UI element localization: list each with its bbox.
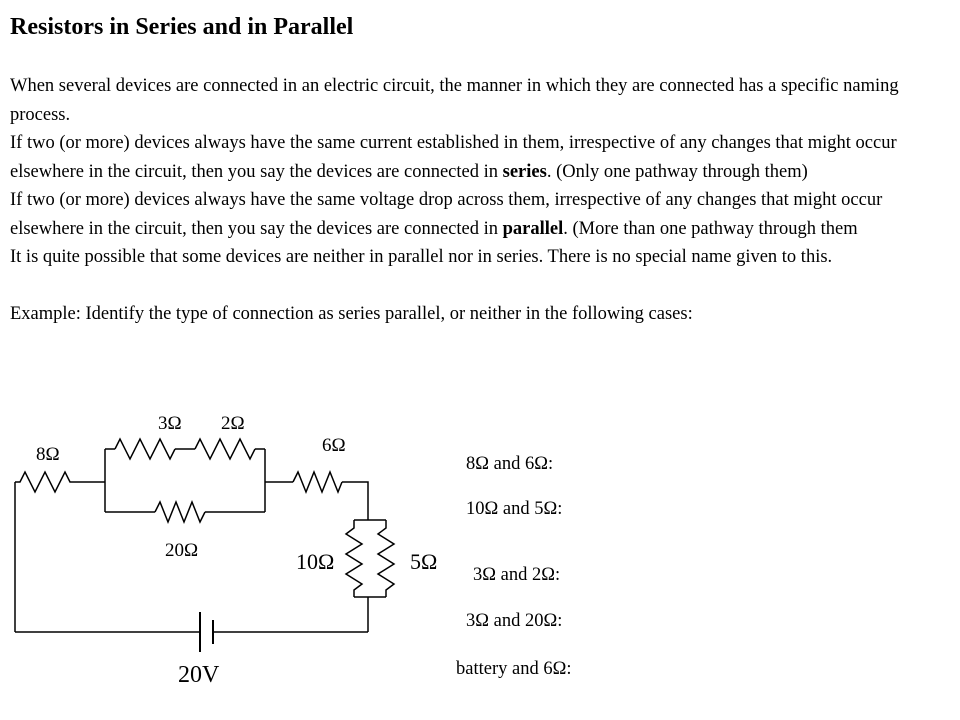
parallel-definition: If two (or more) devices always have the…: [10, 190, 883, 239]
question-3-and-2: 3Ω and 2Ω:: [473, 565, 561, 585]
example-prompt: Example: Identify the type of connection…: [10, 304, 693, 324]
label-6-ohm: 6Ω: [322, 435, 346, 456]
parallel-term: parallel: [502, 218, 564, 239]
paragraph-gap: [10, 272, 955, 301]
question-10-and-5: 10Ω and 5Ω:: [466, 499, 563, 519]
resistor-6-ohm: [292, 469, 343, 495]
resistor-8-ohm: [15, 470, 75, 494]
page-title: Resistors in Series and in Parallel: [10, 14, 354, 40]
label-8-ohm: 8Ω: [36, 444, 60, 465]
intro-paragraph: When several devices are connected in an…: [10, 76, 899, 125]
resistor-2-ohm: [194, 437, 256, 461]
label-2-ohm: 2Ω: [221, 413, 245, 434]
label-battery-voltage: 20V: [178, 662, 220, 688]
resistor-5-ohm: [376, 520, 396, 597]
neither-definition: It is quite possible that some devices a…: [10, 247, 833, 267]
resistor-20-ohm: [154, 499, 206, 525]
body-text: When several devices are connected in an…: [10, 72, 955, 329]
series-term: series: [502, 161, 547, 182]
label-3-ohm: 3Ω: [158, 413, 182, 434]
label-5-ohm: 5Ω: [410, 549, 437, 574]
battery-symbol: [199, 612, 214, 652]
series-definition: If two (or more) devices always have the…: [10, 133, 897, 182]
wire-6-to-right: [342, 481, 369, 520]
circuit-diagram: 8Ω 3Ω 2Ω 20Ω 6Ω 10Ω 5Ω 20V: [14, 413, 437, 688]
label-20-ohm: 20Ω: [165, 540, 198, 561]
question-8-and-6: 8Ω and 6Ω:: [466, 454, 554, 474]
label-10-ohm: 10Ω: [296, 549, 334, 574]
resistor-10-ohm: [344, 520, 364, 597]
question-3-and-20: 3Ω and 20Ω:: [466, 611, 563, 631]
question-battery-and-6: battery and 6Ω:: [456, 659, 572, 679]
resistor-3-ohm: [114, 437, 176, 461]
